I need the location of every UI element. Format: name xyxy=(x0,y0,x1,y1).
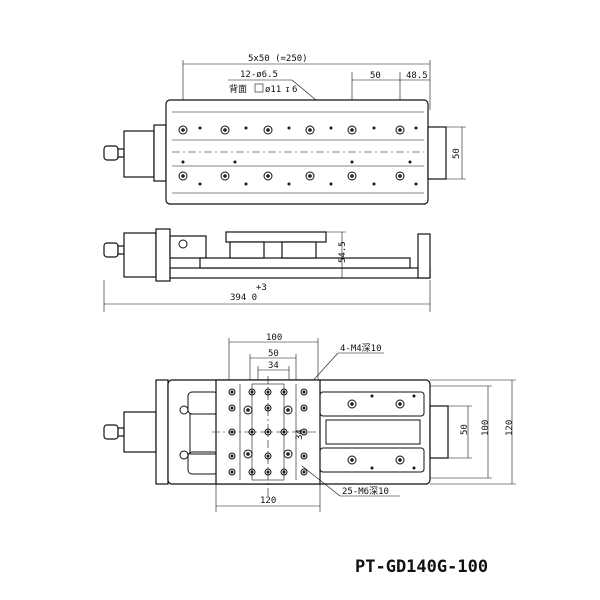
dim-50-top: 50 xyxy=(268,349,279,359)
motor-housing xyxy=(123,130,155,178)
end-plate xyxy=(417,233,431,279)
dim-height: 54.5 xyxy=(338,241,348,263)
mounting-holes-bottom xyxy=(178,160,418,186)
dim-34-side: 34 xyxy=(295,429,305,440)
dim-120-bottom: 120 xyxy=(260,496,276,506)
carriage-holes xyxy=(228,388,308,476)
dim-length-tol: +3 xyxy=(256,283,267,293)
mounting-holes-top xyxy=(178,125,418,135)
top-view: 5x50 (=250) 50 48.5 12-ø6.5 背面 ø11 ↧ 6 xyxy=(103,54,466,205)
hole-note-3: ø11 xyxy=(265,85,281,95)
hole-note-1: 12-ø6.5 xyxy=(240,70,278,80)
dim-end: 48.5 xyxy=(406,71,428,81)
handwheel xyxy=(103,145,119,161)
dim-100-top: 100 xyxy=(266,333,282,343)
rail-base xyxy=(169,267,431,279)
dim-34-top: 34 xyxy=(268,361,279,371)
note-m4: 4-M4深10 xyxy=(340,343,382,354)
dim-120-right: 120 xyxy=(505,420,515,436)
handwheel-side xyxy=(103,242,119,258)
carriage-top xyxy=(225,231,327,243)
dim-50-right: 50 xyxy=(460,424,470,435)
dim-pitch-single: 50 xyxy=(370,71,381,81)
svg-text:↧: ↧ xyxy=(285,85,290,95)
dim-width: 50 xyxy=(452,148,462,159)
dim-pitch: 5x50 (=250) xyxy=(248,54,308,64)
hole-note-4: 6 xyxy=(292,85,297,95)
side-view: 54.5 +3 394 0 xyxy=(103,228,431,312)
carriage-view: 100 50 34 4-M4深10 xyxy=(103,333,516,512)
end-block xyxy=(427,126,447,180)
dim-100-right: 100 xyxy=(481,420,491,436)
note-m6: 25-M6深10 xyxy=(342,486,389,497)
counterbore-symbol xyxy=(254,83,264,93)
part-number: PT-GD140G-100 xyxy=(355,557,488,577)
dim-length: 394 0 xyxy=(230,293,257,303)
hole-note-2: 背面 xyxy=(229,83,247,95)
